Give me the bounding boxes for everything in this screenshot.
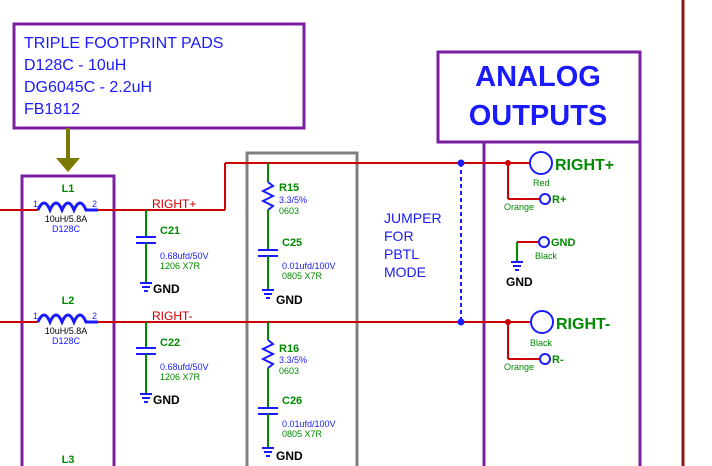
capacitor-c22-pkg: 1206 X7R bbox=[160, 372, 201, 382]
gnd-symbol bbox=[511, 261, 523, 271]
footprint-note: TRIPLE FOOTPRINT PADS D128C - 10uH DG604… bbox=[12, 22, 306, 130]
capacitor-c25-ref: C25 bbox=[282, 237, 302, 249]
capacitor-c25-pkg: 0805 X7R bbox=[282, 271, 323, 281]
jack-r-plus-color: Orange bbox=[504, 202, 534, 212]
gnd-symbol bbox=[262, 289, 274, 299]
footprint-note-box bbox=[12, 22, 306, 130]
jack-gnd-label: GND bbox=[551, 237, 576, 249]
capacitor-c21: C21 0.68ufd/50V 1206 X7R GND bbox=[136, 210, 209, 296]
capacitor-c22: C22 0.68ufd/50V 1206 X7R GND bbox=[136, 322, 209, 407]
gnd-symbol bbox=[140, 393, 152, 403]
capacitor-c26-value: 0.01ufd/100V bbox=[282, 419, 336, 429]
footprint-note-line-3: DG6045C - 2.2uH bbox=[24, 79, 152, 96]
resistor-r16: R16 3.3/5% 0603 bbox=[260, 322, 307, 376]
inductor-l1-pin2: 2 bbox=[92, 199, 97, 209]
snubber-block bbox=[245, 151, 359, 466]
gnd-label: GND bbox=[153, 393, 180, 407]
jack-taps bbox=[505, 160, 511, 325]
resistor-r15-value: 3.3/5% bbox=[279, 195, 307, 205]
inductor-l1: L1 1 2 10uH/5.8A D128C bbox=[33, 183, 98, 234]
inductor-l2-value: 10uH/5.8A bbox=[45, 326, 88, 336]
inductor-l1-part: D128C bbox=[52, 224, 81, 234]
jack-right-minus-color: Black bbox=[530, 338, 553, 348]
footprint-note-line-4: FB1812 bbox=[24, 101, 80, 118]
resistor-r16-ref: R16 bbox=[279, 343, 299, 355]
gnd-symbol bbox=[262, 447, 274, 457]
resistor-r15-pkg: 0603 bbox=[279, 206, 299, 216]
capacitor-c25: C25 0.01ufd/100V 0805 X7R GND bbox=[258, 210, 336, 307]
jumper-note-line-4: MODE bbox=[384, 264, 426, 280]
net-right-plus: RIGHT+ bbox=[0, 162, 530, 211]
inductor-l2-part: D128C bbox=[52, 336, 81, 346]
inductor-l1-pin1: 1 bbox=[33, 199, 38, 209]
inductor-l2-pin2: 2 bbox=[92, 311, 97, 321]
capacitor-c22-value: 0.68ufd/50V bbox=[160, 362, 209, 372]
capacitor-c26-pkg: 0805 X7R bbox=[282, 429, 323, 439]
note-arrow bbox=[56, 128, 80, 172]
gnd-symbol bbox=[140, 282, 152, 292]
pbtl-jumper bbox=[457, 159, 465, 326]
capacitor-c21-ref: C21 bbox=[160, 225, 180, 237]
jack-r-minus-label: R- bbox=[552, 354, 564, 366]
capacitor-c26: C26 0.01ufd/100V 0805 X7R GND bbox=[258, 368, 336, 463]
inductor-l1-ref: L1 bbox=[62, 183, 75, 195]
capacitor-c22-ref: C22 bbox=[160, 337, 180, 349]
inductor-l2: L2 1 2 10uH/5.8A D128C bbox=[33, 295, 98, 346]
jack-right-plus: RIGHT+ Red bbox=[529, 151, 614, 188]
gnd-label: GND bbox=[153, 282, 180, 296]
jack-gnd: GND Black GND bbox=[506, 236, 576, 289]
inductor-l2-ref: L2 bbox=[62, 295, 75, 307]
jack-r-minus-color: Orange bbox=[504, 362, 534, 372]
jack-right-minus: RIGHT- Black bbox=[530, 310, 610, 348]
jumper-note-line-2: FOR bbox=[384, 228, 414, 244]
capacitor-c21-value: 0.68ufd/50V bbox=[160, 251, 209, 261]
resistor-r15-ref: R15 bbox=[279, 182, 299, 194]
net-label-right-minus: RIGHT- bbox=[152, 309, 193, 323]
resistor-r16-value: 3.3/5% bbox=[279, 355, 307, 365]
analog-outputs-title-2: OUTPUTS bbox=[469, 100, 608, 132]
jack-right-plus-color: Red bbox=[533, 178, 550, 188]
gnd-label: GND bbox=[506, 275, 533, 289]
jack-r-plus: R+ Orange bbox=[504, 163, 566, 212]
capacitor-c26-ref: C26 bbox=[282, 395, 302, 407]
jumper-note-line-1: JUMPER bbox=[384, 210, 442, 226]
jack-right-minus-label: RIGHT- bbox=[556, 316, 610, 333]
jumper-note-line-3: PBTL bbox=[384, 246, 419, 262]
net-label-right-plus: RIGHT+ bbox=[152, 197, 196, 211]
inductor-l2-pin1: 1 bbox=[33, 311, 38, 321]
gnd-label: GND bbox=[276, 293, 303, 307]
jack-gnd-color: Black bbox=[535, 251, 558, 261]
inductor-l3-ref: L3 bbox=[62, 454, 75, 466]
gnd-label: GND bbox=[276, 449, 303, 463]
inductor-l1-value: 10uH/5.8A bbox=[45, 214, 88, 224]
inductor-block bbox=[20, 174, 116, 466]
jack-r-plus-label: R+ bbox=[552, 194, 566, 206]
jack-right-plus-label: RIGHT+ bbox=[555, 157, 614, 174]
resistor-r15: R15 3.3/5% 0603 bbox=[260, 163, 307, 216]
footprint-note-line-2: D128C - 10uH bbox=[24, 57, 126, 74]
analog-outputs-header: ANALOG OUTPUTS bbox=[436, 50, 642, 144]
analog-outputs-title-1: ANALOG bbox=[475, 61, 601, 93]
jack-r-minus: R- Orange bbox=[504, 322, 564, 372]
outputs-block bbox=[482, 140, 642, 466]
footprint-note-line-1: TRIPLE FOOTPRINT PADS bbox=[24, 35, 223, 52]
jumper-note: JUMPER FOR PBTL MODE bbox=[384, 210, 442, 280]
capacitor-c25-value: 0.01ufd/100V bbox=[282, 261, 336, 271]
resistor-r16-pkg: 0603 bbox=[279, 366, 299, 376]
capacitor-c21-pkg: 1206 X7R bbox=[160, 261, 201, 271]
